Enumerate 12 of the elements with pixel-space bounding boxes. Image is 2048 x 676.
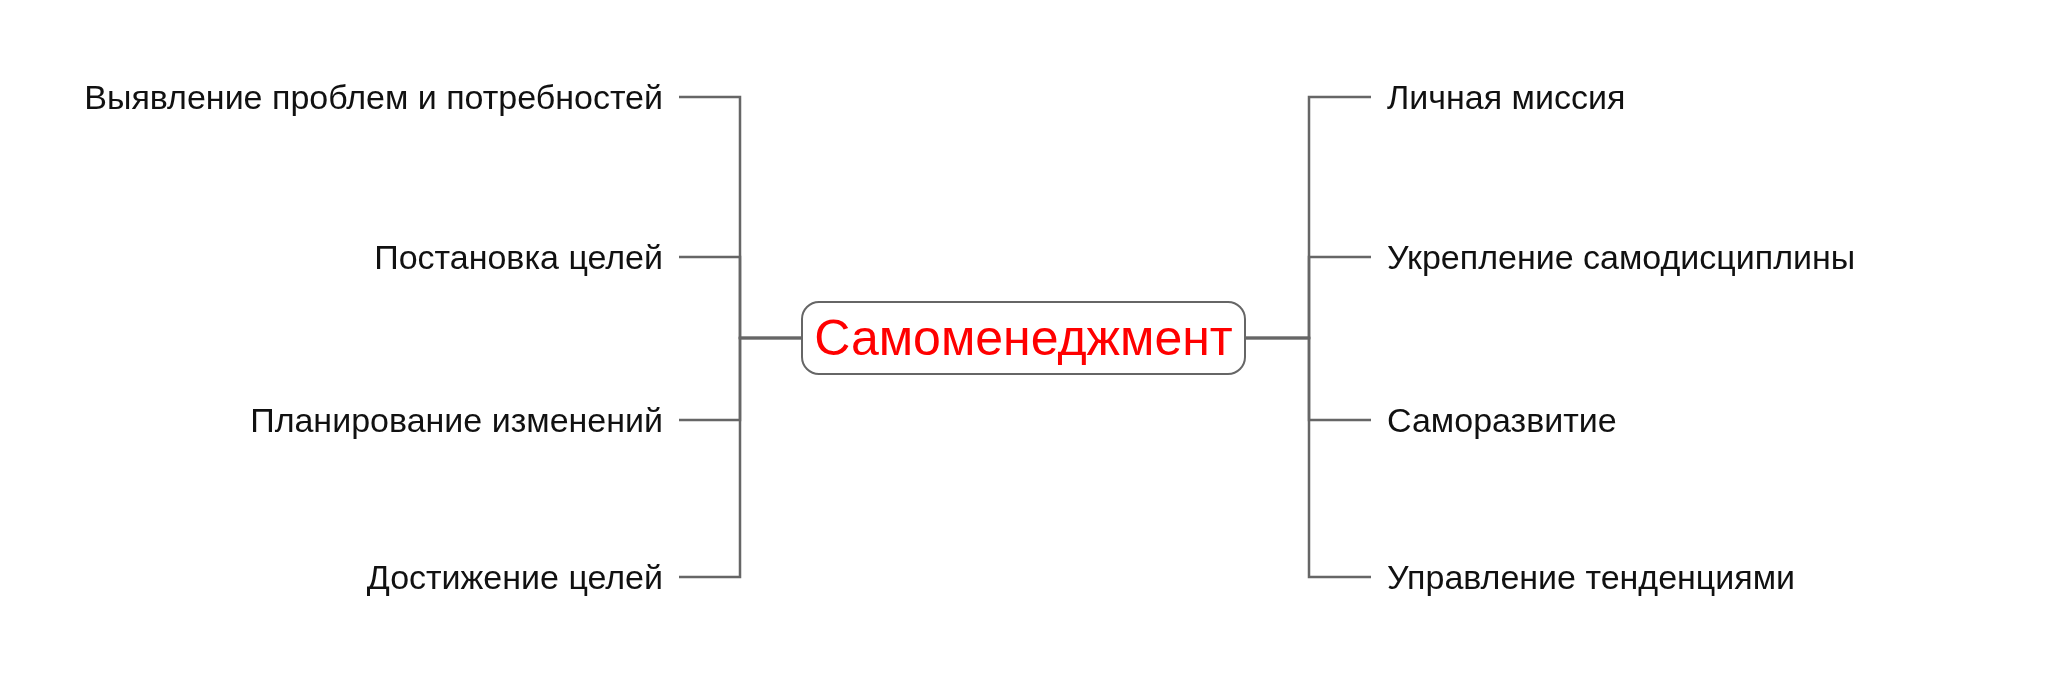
branch-label: Личная миссия — [1387, 77, 1626, 117]
central-topic-box — [801, 301, 1246, 375]
branch-label: Саморазвитие — [1387, 400, 1617, 440]
central-topic-text: Самоменеджмент — [814, 313, 1233, 363]
branch-label: Постановка целей — [374, 237, 663, 277]
branch-label: Планирование изменений — [250, 400, 663, 440]
branch-label: Управление тенденциями — [1387, 557, 1796, 597]
branch-label: Достижение целей — [366, 557, 663, 597]
connector-line — [1246, 336, 1371, 579]
branch-label: Укрепление самодисциплины — [1387, 237, 1856, 277]
connector-line — [679, 336, 801, 579]
branch-label: Выявление проблем и потребностей — [84, 77, 663, 117]
